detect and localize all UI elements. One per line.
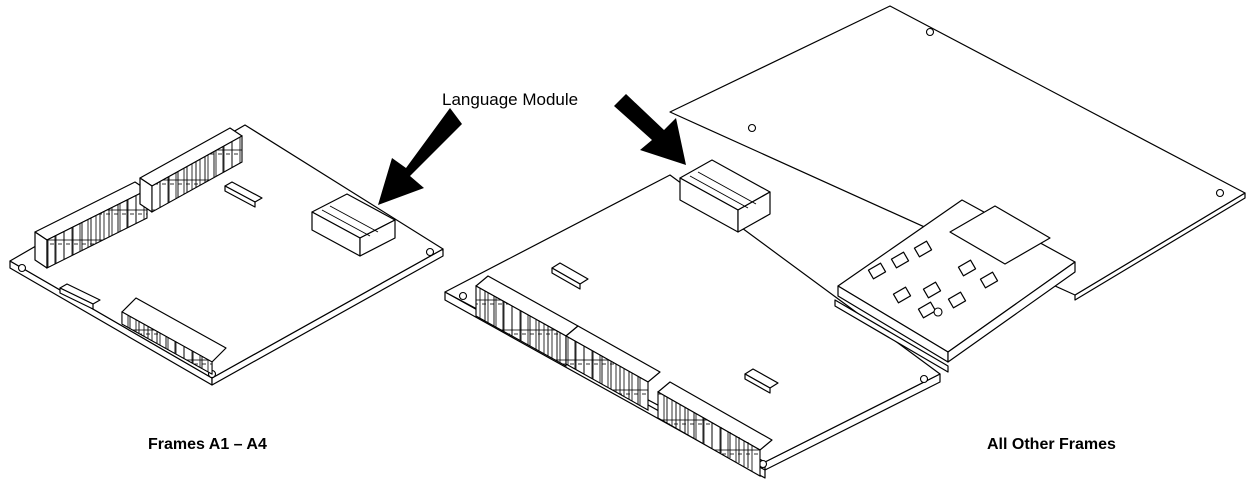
language-module	[311, 193, 396, 257]
callout-label-language-module: Language Module	[442, 90, 579, 109]
caption-all-other-frames: All Other Frames	[987, 436, 1116, 453]
terminal-block	[657, 381, 773, 477]
left-circuit-board	[9, 108, 462, 386]
pointer-arrow-icon	[614, 94, 686, 165]
terminal-block	[565, 325, 661, 411]
terminal-block	[475, 275, 579, 367]
terminal-block	[34, 181, 148, 269]
keypad-module	[834, 199, 1076, 373]
terminal-block	[121, 297, 227, 375]
terminal-block	[139, 127, 243, 213]
language-module	[679, 159, 771, 233]
caption-frames-a1-a4: Frames A1 – A4	[148, 436, 267, 453]
pointer-arrow-icon	[378, 108, 462, 205]
right-circuit-board	[444, 5, 1246, 479]
